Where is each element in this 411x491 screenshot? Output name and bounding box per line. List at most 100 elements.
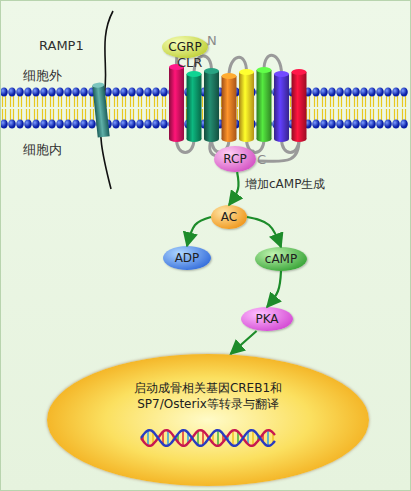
lipid-tail	[138, 96, 139, 107]
base-pair	[177, 434, 179, 442]
base-pair	[152, 432, 154, 445]
lipid-head	[32, 119, 40, 128]
lipid-tail	[237, 96, 238, 107]
node-text: CGRP	[168, 40, 201, 54]
lipid-tail	[122, 96, 123, 107]
lipid-tail	[325, 96, 326, 107]
lipid-tail	[18, 96, 19, 107]
lipid-head	[400, 119, 408, 128]
lipid-tail	[5, 96, 6, 107]
lipid-head	[1, 119, 8, 128]
lipid-tail	[125, 96, 126, 107]
lipid-head	[344, 87, 352, 96]
ligand-ellipse: CGRP	[162, 36, 208, 58]
lipid-head	[152, 87, 160, 96]
lipid-tail	[354, 96, 355, 107]
lipid-tail	[381, 109, 382, 120]
lipid-tail	[26, 109, 27, 120]
node-text: PKA	[255, 312, 278, 326]
base-pair	[187, 433, 189, 444]
base-pair	[167, 430, 169, 445]
lipid-tail	[45, 96, 46, 107]
base-pair	[252, 430, 254, 445]
lipid-head	[312, 119, 320, 128]
lipid-tail	[66, 96, 67, 107]
lipid-tail	[26, 96, 27, 107]
lipid-tail	[309, 96, 310, 107]
lipid-head	[320, 87, 328, 96]
lipid-head	[128, 119, 136, 128]
lipid-tail	[90, 109, 91, 120]
signal-arrow	[187, 217, 211, 246]
lipid-tail	[21, 96, 22, 107]
lipid-tail	[133, 109, 134, 120]
lipid-head	[32, 87, 40, 96]
lipid-tail	[314, 96, 315, 107]
node-text: ADP	[175, 251, 200, 265]
transmembrane-helix	[169, 64, 184, 142]
lipid-tail	[154, 109, 155, 120]
lipid-head	[24, 119, 32, 128]
protein-ellipse: RCP	[214, 146, 256, 172]
part-label: 细胞外	[23, 67, 62, 85]
lipid-head	[160, 119, 168, 128]
molecule-ellipse: ADP	[163, 246, 211, 270]
lipid-head	[88, 119, 96, 128]
base-pair	[222, 434, 224, 442]
lipid-tail	[162, 96, 163, 107]
lipid-head	[136, 119, 144, 128]
lipid-tail	[149, 109, 150, 120]
lipid-tail	[290, 109, 291, 120]
lipid-tail	[373, 109, 374, 120]
lipid-tail	[141, 96, 142, 107]
lipid-tail	[61, 109, 62, 120]
lipid-head	[392, 87, 400, 96]
lipid-head	[120, 119, 128, 128]
lipid-head	[1, 87, 8, 96]
lipid-head	[360, 119, 368, 128]
lipid-tail	[34, 96, 35, 107]
base-pair	[182, 430, 184, 446]
receptor-loops	[176, 40, 299, 161]
lipid-tail	[338, 109, 339, 120]
base-pair	[227, 435, 229, 441]
base-pair	[202, 431, 204, 445]
lipid-tail	[74, 109, 75, 120]
lipid-head	[144, 119, 152, 128]
lipid-tail	[82, 109, 83, 120]
lipid-tail	[333, 96, 334, 107]
nucleus-oval: 启动成骨相关基因CREB1和 SP7/Osterix等转录与翻译	[47, 354, 369, 486]
lipid-tail	[53, 109, 54, 120]
lipid-head	[160, 87, 168, 96]
lipid-tail	[405, 109, 406, 120]
lipid-tail	[362, 109, 363, 120]
kinase-ellipse: PKA	[241, 307, 293, 331]
base-pair	[237, 432, 239, 445]
lipid-tail	[114, 96, 115, 107]
lipid-head	[40, 119, 48, 128]
lipid-tail	[130, 96, 131, 107]
lipid-tail	[21, 109, 22, 120]
lipid-head	[320, 119, 328, 128]
lipid-tail	[362, 96, 363, 107]
lipid-tail	[125, 109, 126, 120]
lipid-tail	[402, 96, 403, 107]
base-pair	[262, 434, 264, 442]
lipid-tail	[386, 96, 387, 107]
lipid-head	[48, 87, 56, 96]
lipid-tail	[389, 96, 390, 107]
part-label: 细胞内	[23, 141, 62, 159]
node-text: RCP	[223, 152, 246, 166]
lipid-tail	[338, 96, 339, 107]
lipid-tail	[405, 96, 406, 107]
lipid-tail	[122, 109, 123, 120]
lipid-tail	[397, 109, 398, 120]
lipid-head	[136, 87, 144, 96]
lipid-tail	[381, 96, 382, 107]
lipid-tail	[117, 109, 118, 120]
lipid-tail	[42, 96, 43, 107]
lipid-tail	[146, 109, 147, 120]
lipid-tail	[138, 109, 139, 120]
